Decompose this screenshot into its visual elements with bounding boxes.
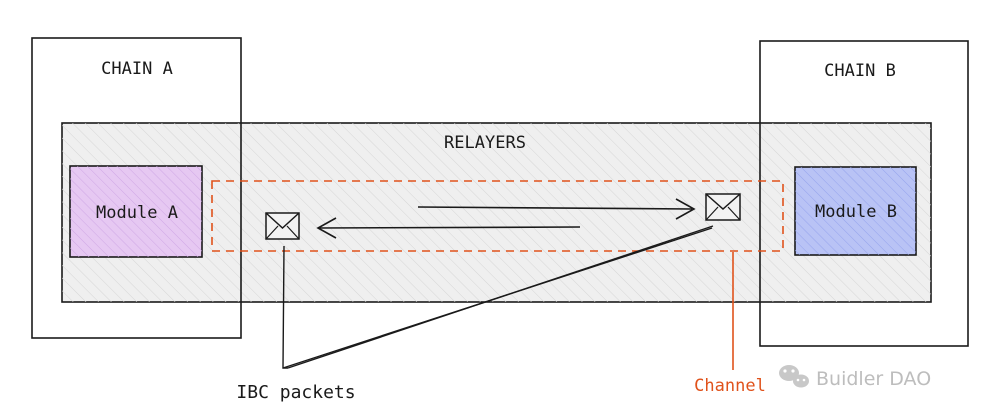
- chain-a-box: CHAIN A: [31, 37, 242, 339]
- watermark: Buidler DAO: [779, 365, 931, 390]
- arrow-to-chain-b: [417, 198, 696, 220]
- arrow-to-chain-a: [316, 217, 581, 239]
- chain-a-label: CHAIN A: [101, 59, 173, 79]
- ibc-packets-label: IBC packets: [236, 382, 355, 403]
- packets-pointer: [282, 225, 714, 369]
- module-a-label: Module A: [96, 203, 178, 223]
- watermark-text: Buidler DAO: [816, 368, 931, 390]
- module-a: Module A: [69, 165, 203, 258]
- wechat-icon: [779, 365, 809, 388]
- relayers-band: [61, 122, 932, 303]
- chain-b-label: CHAIN B: [824, 61, 896, 81]
- channel-box: [211, 180, 784, 252]
- module-b-label: Module B: [815, 202, 897, 222]
- envelope-icon: [265, 212, 300, 240]
- envelope-icon: [705, 193, 741, 221]
- chain-b-box: CHAIN B: [759, 40, 969, 347]
- channel-label: Channel: [694, 376, 766, 396]
- module-b: Module B: [794, 166, 917, 256]
- relayers-label: RELAYERS: [444, 133, 526, 153]
